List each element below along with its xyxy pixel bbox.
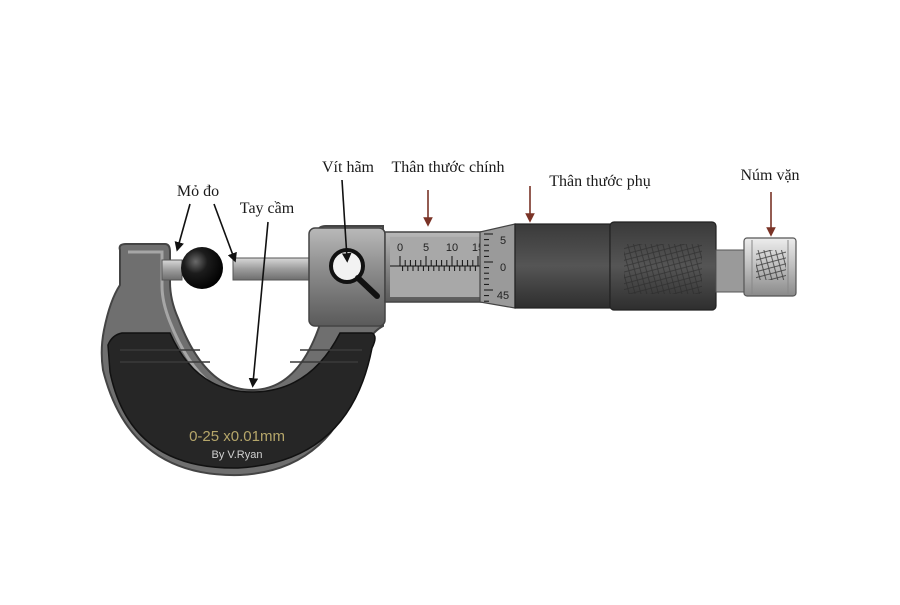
label-frame: Tay cầm [240,200,295,217]
arrow-anvil-right [213,203,237,263]
frame-author-text: By V.Ryan [212,449,263,461]
label-sleeve: Thân thước chính [391,159,504,176]
thimble-scale-number: 5 [500,235,506,247]
ratchet-knob [715,237,797,297]
label-anvil: Mỏ đo [177,183,219,200]
thimble-ticks [484,233,493,302]
sleeve-scale-number: 10 [446,242,458,254]
arrow-anvil-left [174,203,191,252]
arrow-frame [248,221,269,388]
sleeve-ticks [399,256,484,271]
frame: 0-25 x0.01mm By V.Ryan [100,225,384,477]
thimble: 5 0 45 [479,221,717,311]
anvil [161,259,183,281]
label-ratchet: Núm vặn [740,167,799,184]
sleeve-scale-number: 0 [397,242,403,254]
spindle [232,257,312,281]
arrow-lock [341,179,352,263]
thimble-scale-number: 0 [500,262,506,274]
lock-icon [329,248,380,299]
measuring-ball [181,247,223,289]
thimble-scale-number: 45 [497,290,509,302]
label-lock: Vít hãm [322,159,375,176]
thimble-scale-numbers: 5 0 45 [497,235,509,302]
sleeve-scale-number: 5 [423,242,429,254]
label-thimble: Thân thước phụ [549,173,651,190]
frame-range-text: 0-25 x0.01mm [189,428,285,445]
